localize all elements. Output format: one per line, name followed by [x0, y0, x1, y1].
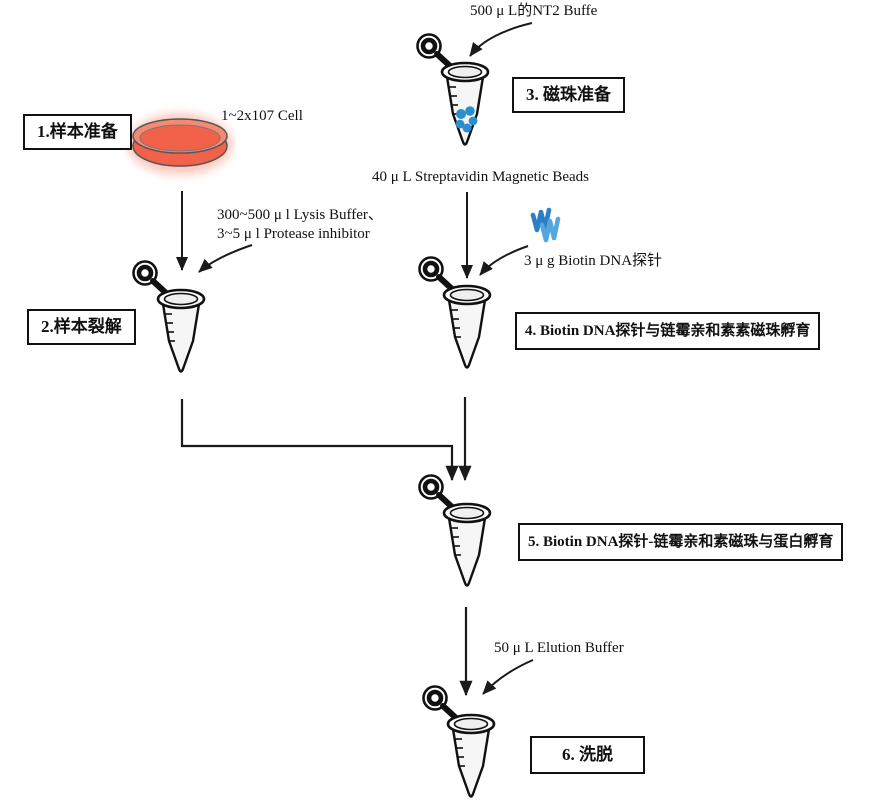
- tube-probe-beads-icon: [415, 253, 499, 379]
- step-label: 5. Biotin DNA探针-链霉亲和素磁珠与蛋白孵育: [528, 534, 834, 550]
- tube-protein-incubation-icon: [415, 471, 499, 597]
- label-lysis-line1: 300~500 μ l Lysis Buffer、: [217, 207, 383, 223]
- step-box-probe-bead-incubation: 4. Biotin DNA探针与链霉亲和素素磁珠孵育: [515, 312, 821, 350]
- label-biotin-probe: 3 μ g Biotin DNA探针: [524, 253, 663, 269]
- label-cell-count: 1~2x107 Cell: [221, 108, 303, 124]
- step-box-sample-lysis: 2.样本裂解: [27, 309, 136, 345]
- step-box-bead-prep: 3. 磁珠准备: [512, 77, 625, 113]
- step-box-sample-prep: 1.样本准备: [23, 114, 132, 150]
- tube-elution-icon: [419, 677, 503, 809]
- tube-magnetic-beads-icon: [413, 30, 497, 156]
- step-label: 4. Biotin DNA探针与链霉亲和素素磁珠孵育: [525, 323, 811, 339]
- connector-lysate-to-incubation-tube: [180, 399, 459, 482]
- label-elution-buffer: 50 μ L Elution Buffer: [494, 640, 624, 656]
- step-box-elution: 6. 洗脱: [530, 736, 645, 774]
- label-lysis-line2: 3~5 μ l Protease inhibitor: [217, 226, 370, 242]
- label-streptavidin-beads: 40 μ L Streptavidin Magnetic Beads: [372, 169, 590, 185]
- petri-dish-icon: [128, 114, 232, 174]
- tube-sample-lysis-icon: [129, 257, 213, 383]
- label-nt2-buffer: 500 μ L的NT2 Buffe: [470, 3, 598, 19]
- step-label: 3. 磁珠准备: [526, 85, 611, 104]
- dna-probe-icon: [530, 207, 561, 243]
- step-label: 2.样本裂解: [41, 317, 122, 336]
- step-label: 1.样本准备: [37, 122, 118, 141]
- step-label: 6. 洗脱: [562, 745, 613, 764]
- label-lysis-buffer: 300~500 μ l Lysis Buffer、 3~5 μ l Protea…: [217, 206, 383, 244]
- step-box-protein-incubation: 5. Biotin DNA探针-链霉亲和素磁珠与蛋白孵育: [518, 523, 844, 561]
